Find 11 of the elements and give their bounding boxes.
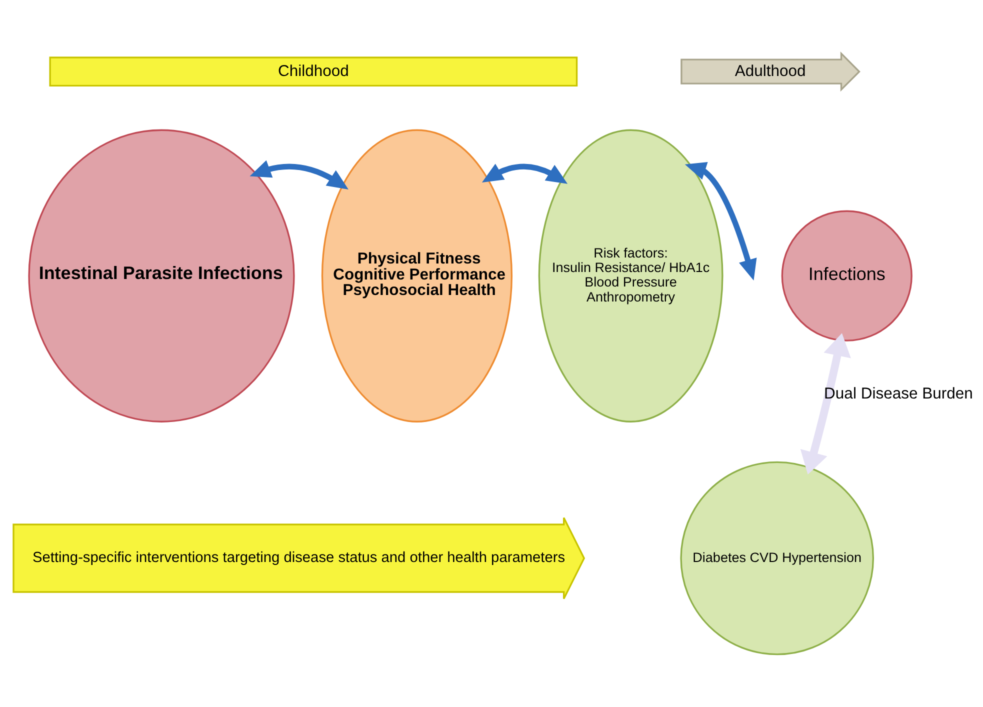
- node-ellipse: Physical Fitness Cognitive Performance Psychosocial Health: [320, 128, 512, 422]
- node-box: Childhood: [48, 56, 578, 86]
- node-circle: Diabetes CVD Hypertension: [680, 460, 874, 655]
- arrow: [684, 162, 756, 280]
- arrow: [481, 163, 568, 184]
- arrow: [800, 332, 850, 474]
- node-circle: Intestinal Parasite Infections: [28, 128, 294, 422]
- arrow: [249, 160, 348, 189]
- node-ellipse: Risk factors: Insulin Resistance/ HbA1c Blood Pressure Anthropometry: [538, 128, 723, 422]
- node-circle: Infections: [780, 210, 912, 341]
- edge-label: Dual Disease Burden: [824, 385, 972, 402]
